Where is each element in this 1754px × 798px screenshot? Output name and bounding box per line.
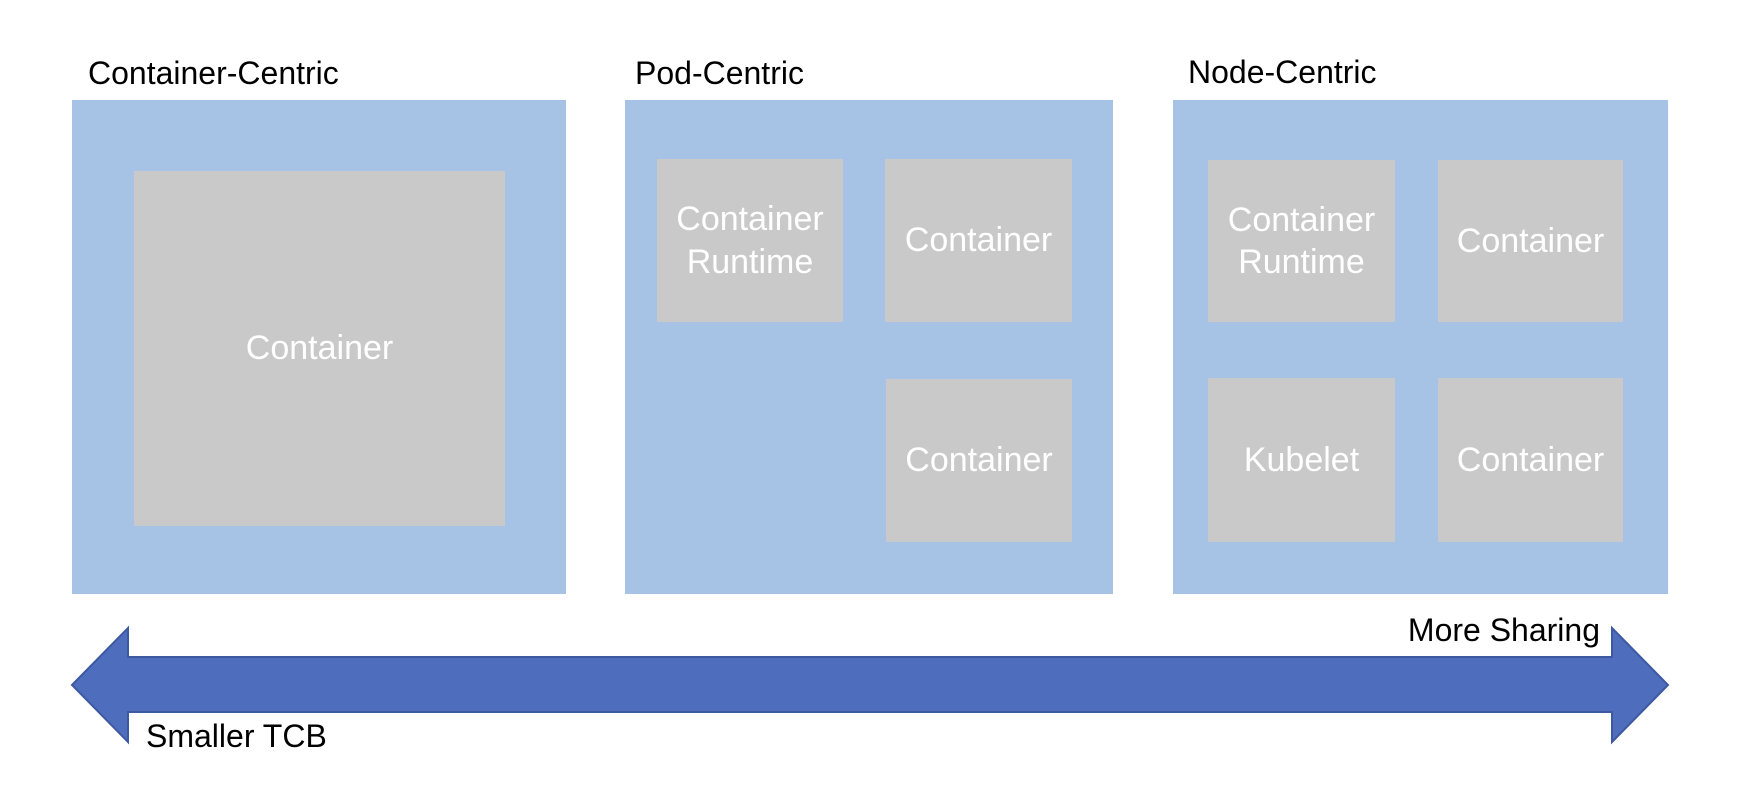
box-label: Container <box>245 329 394 368</box>
box-container-runtime: Container Runtime <box>1208 160 1395 322</box>
box-container: Container <box>1438 378 1623 542</box>
box-container: Container <box>886 379 1072 542</box>
double-headed-arrow-icon <box>70 625 1670 745</box>
box-label: Container <box>905 441 1053 480</box>
box-label: Container <box>1456 440 1605 479</box>
axis-label-smaller-tcb: Smaller TCB <box>146 718 327 754</box>
box-container: Container <box>1438 160 1623 322</box>
box-label: Container <box>1456 221 1605 260</box>
box-container: Container <box>134 171 505 526</box>
panel-title-node-centric: Node-Centric <box>1188 54 1377 90</box>
box-container-runtime: Container Runtime <box>657 159 843 322</box>
axis-label-more-sharing: More Sharing <box>1407 612 1600 648</box>
box-container: Container <box>885 159 1072 322</box>
box-label: Container <box>904 221 1053 260</box>
panel-title-pod-centric: Pod-Centric <box>635 55 804 91</box>
box-label: Container Runtime <box>1227 200 1376 282</box>
box-kubelet: Kubelet <box>1208 378 1395 542</box>
panel-container-centric: Container <box>72 100 566 594</box>
box-label: Container Runtime <box>676 200 824 281</box>
box-label: Kubelet <box>1243 440 1360 479</box>
panel-pod-centric: Container Runtime Container Container <box>625 100 1113 594</box>
panel-node-centric: Container Runtime Container Kubelet Cont… <box>1173 100 1668 594</box>
panel-title-container-centric: Container-Centric <box>88 55 339 91</box>
sharing-tcb-axis-arrow <box>70 625 1670 745</box>
